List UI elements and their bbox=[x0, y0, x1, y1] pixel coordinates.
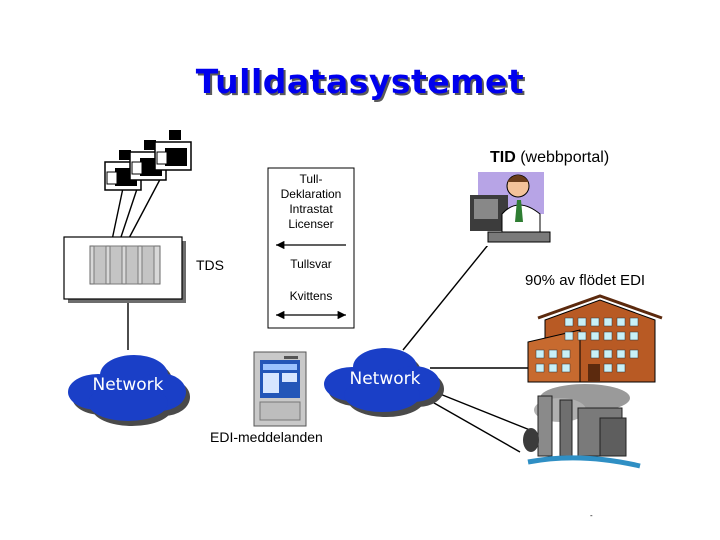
message-type-line-1: Tull- bbox=[300, 172, 323, 186]
footer-mark: - bbox=[590, 511, 593, 520]
network-cloud-left: Network bbox=[68, 355, 190, 426]
edi-share-label: 90% av flödet EDI bbox=[525, 272, 645, 289]
edi-messages-label: EDI-meddelanden bbox=[210, 429, 323, 445]
message-type-line-2: Deklaration bbox=[281, 187, 342, 201]
tds-label: TDS bbox=[196, 257, 224, 273]
message-box: Tull- Deklaration Intrastat Licenser Tul… bbox=[267, 167, 355, 329]
network-right-label: Network bbox=[350, 369, 421, 389]
tds-mainframe-icon bbox=[63, 236, 186, 303]
kvittens-label: Kvittens bbox=[290, 289, 333, 303]
web-user-icon bbox=[462, 168, 554, 246]
office-building-icon bbox=[527, 294, 663, 383]
customs-officers-icon bbox=[104, 130, 192, 191]
tullsvar-label: Tullsvar bbox=[290, 257, 332, 271]
page-title: Tulldatasystemet bbox=[195, 62, 525, 101]
message-type-line-4: Licenser bbox=[288, 217, 333, 231]
tid-label-rest: (webbportal) bbox=[516, 149, 609, 166]
network-left-label: Network bbox=[93, 375, 164, 395]
message-type-line-3: Intrastat bbox=[289, 202, 333, 216]
tid-label-bold: TID bbox=[490, 149, 516, 166]
tid-label: TID (webbportal) bbox=[490, 149, 609, 166]
factory-icon bbox=[523, 384, 641, 469]
edi-server-icon bbox=[253, 351, 307, 427]
network-cloud-right: Network bbox=[324, 348, 444, 417]
